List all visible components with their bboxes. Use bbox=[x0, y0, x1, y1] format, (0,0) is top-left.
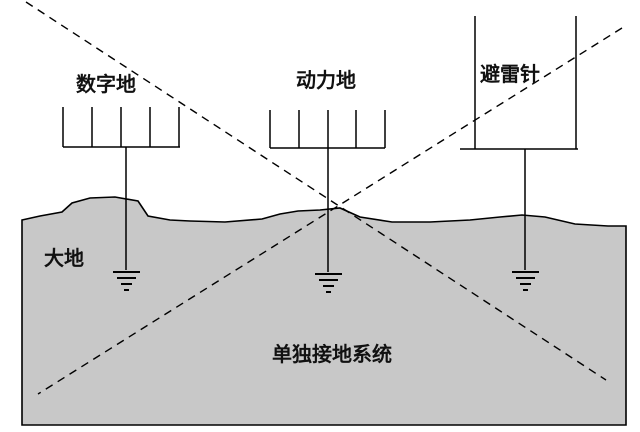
earth-label: 大地 bbox=[44, 246, 84, 270]
power-ground-symbol bbox=[315, 273, 342, 293]
digital-ground-label: 数字地 bbox=[76, 72, 136, 96]
digital-ground-rake bbox=[62, 107, 180, 270]
power-ground-label: 动力地 bbox=[296, 68, 356, 92]
cross-out-line-2 bbox=[37, 27, 623, 395]
caption-label: 单独接地系统 bbox=[272, 342, 392, 366]
earth-region bbox=[21, 196, 627, 426]
lightning-rod-label: 避雷针 bbox=[480, 62, 540, 86]
digital-ground-symbol bbox=[113, 271, 140, 291]
lightning-rod-ground-symbol bbox=[512, 271, 539, 291]
lightning-rod-frame bbox=[460, 16, 578, 270]
power-ground-rake bbox=[269, 110, 386, 272]
cross-out-line-1 bbox=[25, 1, 607, 381]
